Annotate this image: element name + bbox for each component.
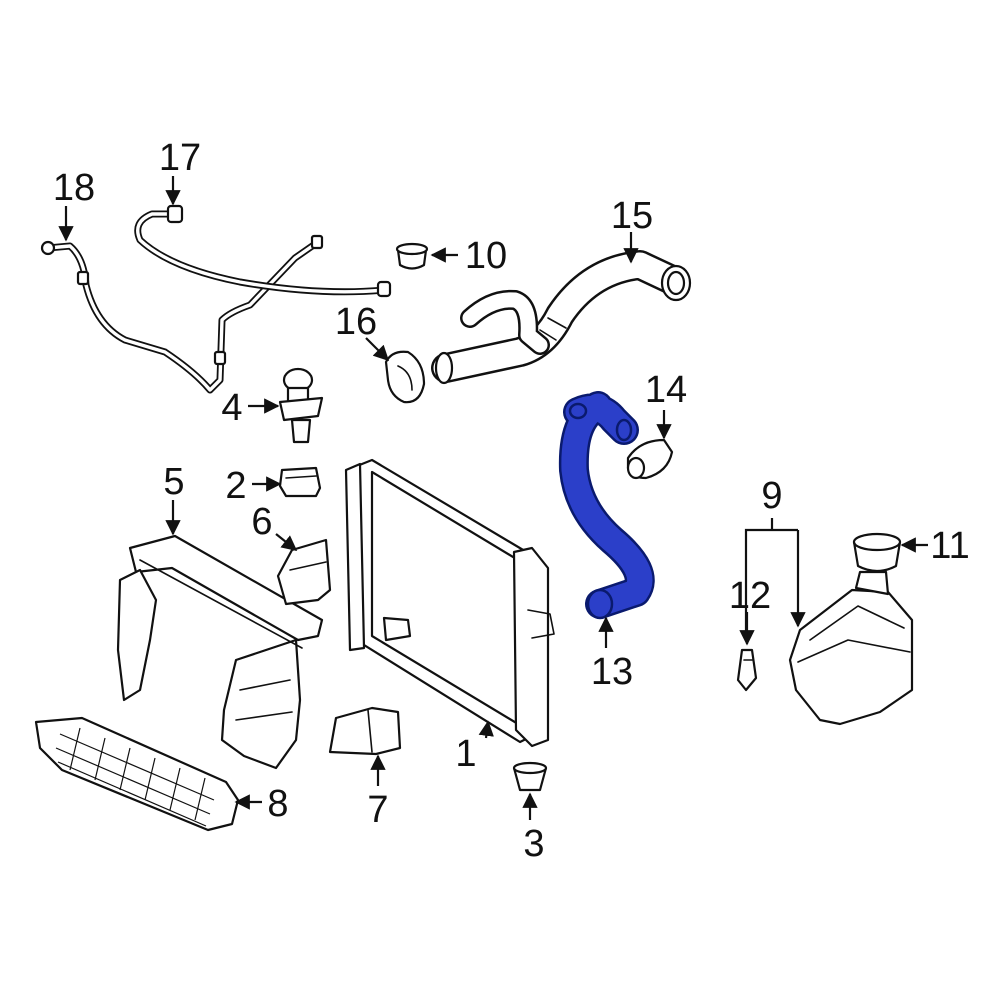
leader-lines	[58, 176, 928, 820]
part-3-drain-plug[interactable]	[512, 761, 548, 792]
callout-labels: 18 17 10 15 16 4 2 14 5 6 9 11 12 13 1 8…	[53, 137, 970, 865]
highlight-end-right	[615, 418, 633, 442]
part-15-upper-hose[interactable]	[431, 250, 692, 385]
callout-16: 16	[335, 301, 377, 343]
part-12-sensor[interactable]	[736, 648, 758, 692]
callout-13: 13	[591, 651, 633, 693]
part-17-coolant-line[interactable]	[134, 204, 392, 298]
callout-1: 1	[455, 733, 476, 775]
part-10-cap[interactable]	[395, 242, 429, 270]
part-13-lower-hose[interactable]	[558, 391, 655, 620]
callout-15: 15	[611, 195, 653, 237]
callout-18: 18	[53, 167, 95, 209]
callout-8: 8	[267, 783, 288, 825]
part-4-valve[interactable]	[278, 367, 324, 444]
part-1-radiator[interactable]	[344, 458, 555, 748]
part-8-grille[interactable]	[34, 716, 240, 832]
callout-4: 4	[221, 387, 242, 429]
callout-2: 2	[225, 465, 246, 507]
callout-11: 11	[930, 525, 969, 567]
callout-12: 12	[729, 575, 771, 617]
callout-7: 7	[367, 789, 388, 831]
part-11-reservoir-cap[interactable]	[852, 532, 902, 573]
part-14-hose-clamp[interactable]	[626, 438, 674, 480]
callout-17: 17	[159, 137, 201, 179]
callout-14: 14	[645, 369, 687, 411]
highlight-end-top	[568, 402, 588, 420]
part-9-expansion-tank[interactable]	[788, 570, 914, 726]
callout-3: 3	[523, 823, 544, 865]
highlight-end-bottom	[586, 588, 614, 620]
callout-9: 9	[761, 475, 782, 517]
callout-6: 6	[251, 501, 272, 543]
part-18-coolant-line[interactable]	[40, 234, 324, 394]
part-6-deflector[interactable]	[276, 538, 332, 606]
part-16-clamp[interactable]	[384, 350, 426, 404]
part-7-duct[interactable]	[328, 706, 402, 756]
callout-5: 5	[163, 461, 184, 503]
part-2-mount[interactable]	[278, 466, 322, 498]
part-5-support-bracket[interactable]	[116, 534, 324, 770]
callout-10: 10	[465, 235, 507, 277]
